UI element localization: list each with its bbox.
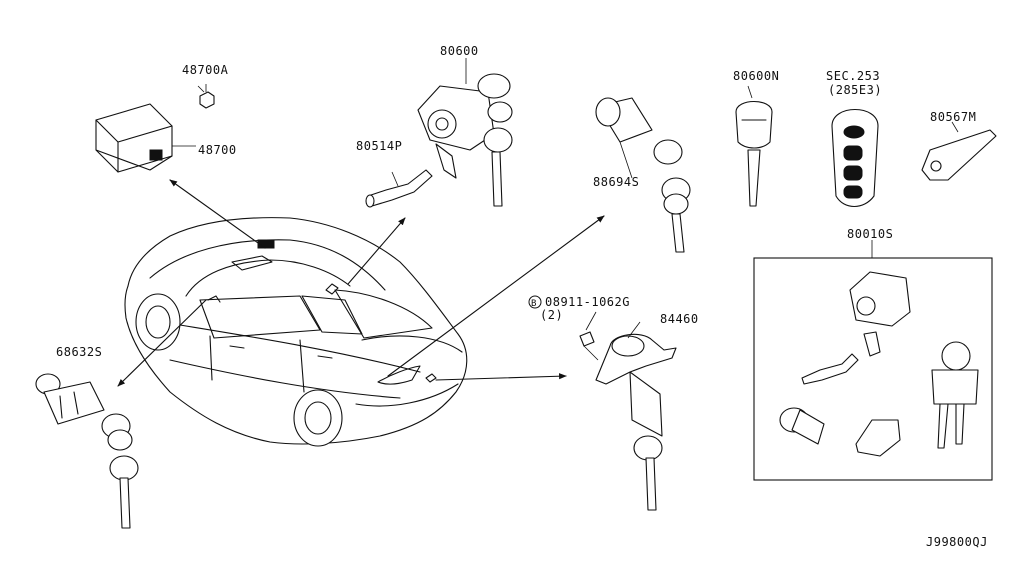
label-sec-285e3: (285E3) (828, 83, 882, 97)
label-80514P: 80514P (356, 139, 402, 153)
label-84460: 84460 (660, 312, 699, 326)
rod-80514P (365, 169, 433, 208)
lock-kit-box-80010S (753, 240, 993, 481)
door-cylinder-68632S (35, 373, 139, 529)
trunk-lock-80600 (417, 58, 513, 207)
label-48700A: 48700A (182, 63, 229, 77)
control-unit-48700 (95, 85, 215, 173)
label-leaders (205, 84, 959, 339)
diagram-code: J99800QJ (926, 535, 988, 549)
trunk-cylinder-88694S (595, 97, 691, 253)
label-80600: 80600 (440, 44, 479, 58)
part-labels: 48700A 48700 80600 80514P 88694S 80600N … (56, 44, 988, 549)
trunk-latch-84460 (579, 331, 677, 511)
label-48700: 48700 (198, 143, 237, 157)
intelligent-key-fob (831, 108, 879, 208)
label-bolt-circle: B (531, 299, 537, 309)
label-80010S: 80010S (847, 227, 893, 241)
label-bolt-qty: (2) (540, 308, 563, 322)
label-sec-253: SEC.253 (826, 69, 880, 83)
vehicle-outline (124, 217, 468, 447)
key-80600N (735, 100, 773, 207)
bolt-circle-icon (528, 295, 542, 309)
label-80600N: 80600N (733, 69, 779, 83)
leader-arrows (117, 179, 605, 387)
label-80567M: 80567M (930, 110, 976, 124)
label-88694S: 88694S (593, 175, 639, 189)
label-bolt-part: 08911-1062G (545, 295, 630, 309)
emergency-key-80567M (921, 129, 997, 181)
label-68632S: 68632S (56, 345, 102, 359)
